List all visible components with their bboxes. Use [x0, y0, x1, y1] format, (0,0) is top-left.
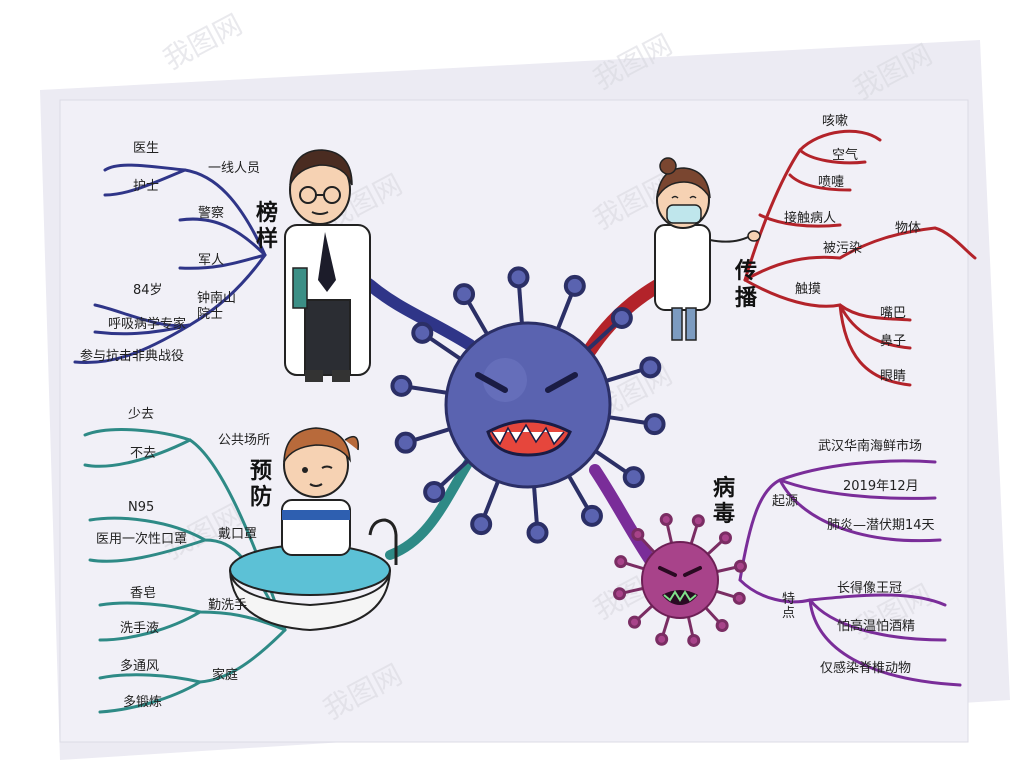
node-label: 长得像王冠 — [837, 580, 902, 596]
node-label: 戴口罩 — [218, 527, 257, 542]
node-label: 起源 — [772, 494, 798, 509]
node-label: 军人 — [198, 253, 224, 268]
node-label: 多通风 — [120, 658, 159, 674]
child-washing-hands-illustration — [229, 427, 398, 632]
node-label: 家庭 — [212, 667, 238, 683]
small-virus-spike-tip — [718, 531, 732, 545]
bangyang-header: 榜 样 — [256, 200, 278, 252]
virus-spike-tip — [453, 283, 476, 306]
node-label: 护士 — [133, 179, 159, 194]
virus-spike-tip — [610, 306, 633, 329]
chuanbo-header: 传 播 — [734, 259, 758, 311]
header-char: 毒 — [713, 501, 735, 527]
virus-spike-tip — [639, 356, 662, 379]
angry-brow-right — [545, 372, 578, 393]
small-virus-spike-tip — [628, 615, 642, 629]
node-label: 公共场所 — [218, 433, 270, 448]
node-label: 呼吸病学专家 — [108, 316, 186, 332]
virus-spike-tip — [470, 513, 493, 536]
node-label: 眼睛 — [880, 369, 906, 384]
small-virus-spike-tip — [733, 559, 747, 573]
virus-spike-tip — [423, 481, 446, 504]
yufang-branches — [83, 428, 287, 714]
node-label: 一线人员 — [208, 161, 260, 176]
node-label: 参与抗击非典战役 — [80, 348, 184, 364]
virus-spike-tip — [394, 431, 417, 454]
node-label: 触摸 — [795, 282, 821, 297]
small-virus-spike-tip — [631, 528, 645, 542]
virus-spike-tip — [507, 266, 530, 289]
header-char: 样 — [256, 226, 278, 252]
node-label: 钟南山 — [197, 290, 236, 306]
node-label: 接触病人 — [784, 210, 836, 226]
chuanbo-branches — [743, 129, 977, 387]
node-label: 嘴巴 — [880, 306, 906, 321]
doctor-illustration — [284, 149, 371, 382]
main-virus-illustration — [390, 266, 666, 544]
node-label: 空气 — [832, 147, 858, 163]
node-label: 警察 — [198, 205, 224, 221]
node-label: 勤洗手 — [208, 598, 247, 613]
small-virus-spike-tip — [687, 633, 701, 647]
node-label: 喷嚏 — [818, 175, 844, 190]
yufang-header: 预 防 — [250, 459, 272, 510]
header-char: 播 — [735, 286, 758, 311]
small-virus-spike-tip — [614, 555, 628, 569]
connector-yufang — [385, 455, 475, 560]
virus-spike-tip — [390, 374, 413, 397]
node-label: 院士 — [197, 307, 223, 322]
bangyang-labels: 医生 护士 一线人员 警察 军人 84岁 呼吸病学专家 钟南山 院士 参与抗击非… — [80, 141, 260, 364]
small-virus-spike-tip — [659, 513, 673, 527]
chuanbo-labels: 咳嗽 空气 喷嚏 接触病人 被污染 物体 触摸 嘴巴 鼻子 眼睛 — [784, 114, 921, 384]
small-virus-spike-tip — [691, 514, 705, 528]
small-virus-spike-tip — [655, 632, 669, 646]
node-label: 被污染 — [823, 241, 862, 256]
header-char: 防 — [250, 485, 272, 510]
node-label: 84岁 — [133, 283, 163, 298]
small-virus-illustration — [613, 513, 747, 647]
bingdu-header: 病 毒 — [713, 475, 735, 527]
angry-brow-left — [475, 372, 508, 393]
virus-spike-tip — [411, 321, 434, 344]
virus-spike-tip — [580, 504, 603, 527]
node-label: 点 — [782, 606, 795, 621]
small-virus-spike-tip — [732, 591, 746, 605]
yufang-labels: 少去 公共场所 不去 N95 戴口罩 医用一次性口罩 香皂 勤洗手 洗手液 多通… — [96, 407, 270, 710]
node-label: 医用一次性口罩 — [96, 531, 187, 547]
node-label: 医生 — [133, 141, 159, 156]
header-char: 榜 — [256, 200, 278, 226]
node-label: N95 — [128, 500, 154, 515]
virus-spike-tip — [526, 521, 549, 544]
header-char: 传 — [734, 259, 757, 284]
virus-spike-tip — [622, 466, 645, 489]
watermark-text: 我图网 — [158, 8, 248, 77]
node-label: 不去 — [130, 446, 156, 461]
bangyang-branches — [73, 163, 267, 364]
node-label: 怕高温怕酒精 — [837, 618, 915, 634]
small-virus-spike-tip — [613, 587, 627, 601]
node-label: 特 — [782, 592, 795, 607]
nurse-illustration — [654, 157, 761, 341]
node-label: 武汉华南海鲜市场 — [818, 438, 922, 454]
node-label: 仅感染脊椎动物 — [820, 660, 911, 676]
node-label: 香皂 — [130, 586, 156, 601]
node-label: 物体 — [895, 221, 921, 236]
bingdu-branches — [738, 459, 962, 687]
node-label: 肺炎—潜伏期14天 — [827, 518, 935, 533]
header-char: 预 — [250, 459, 272, 484]
virus-spike-tip — [643, 413, 666, 436]
small-virus-spike-tip — [715, 618, 729, 632]
node-label: 鼻子 — [880, 333, 906, 349]
node-label: 2019年12月 — [843, 479, 919, 494]
node-label: 洗手液 — [120, 621, 159, 636]
header-char: 病 — [713, 475, 735, 501]
node-label: 咳嗽 — [822, 114, 848, 129]
virus-spike-tip — [563, 274, 586, 297]
node-label: 多锻炼 — [123, 694, 162, 710]
node-label: 少去 — [128, 407, 154, 422]
connector-bingdu — [589, 464, 656, 566]
bingdu-labels: 武汉华南海鲜市场 起源 2019年12月 肺炎—潜伏期14天 长得像王冠 特 点… — [772, 438, 935, 676]
